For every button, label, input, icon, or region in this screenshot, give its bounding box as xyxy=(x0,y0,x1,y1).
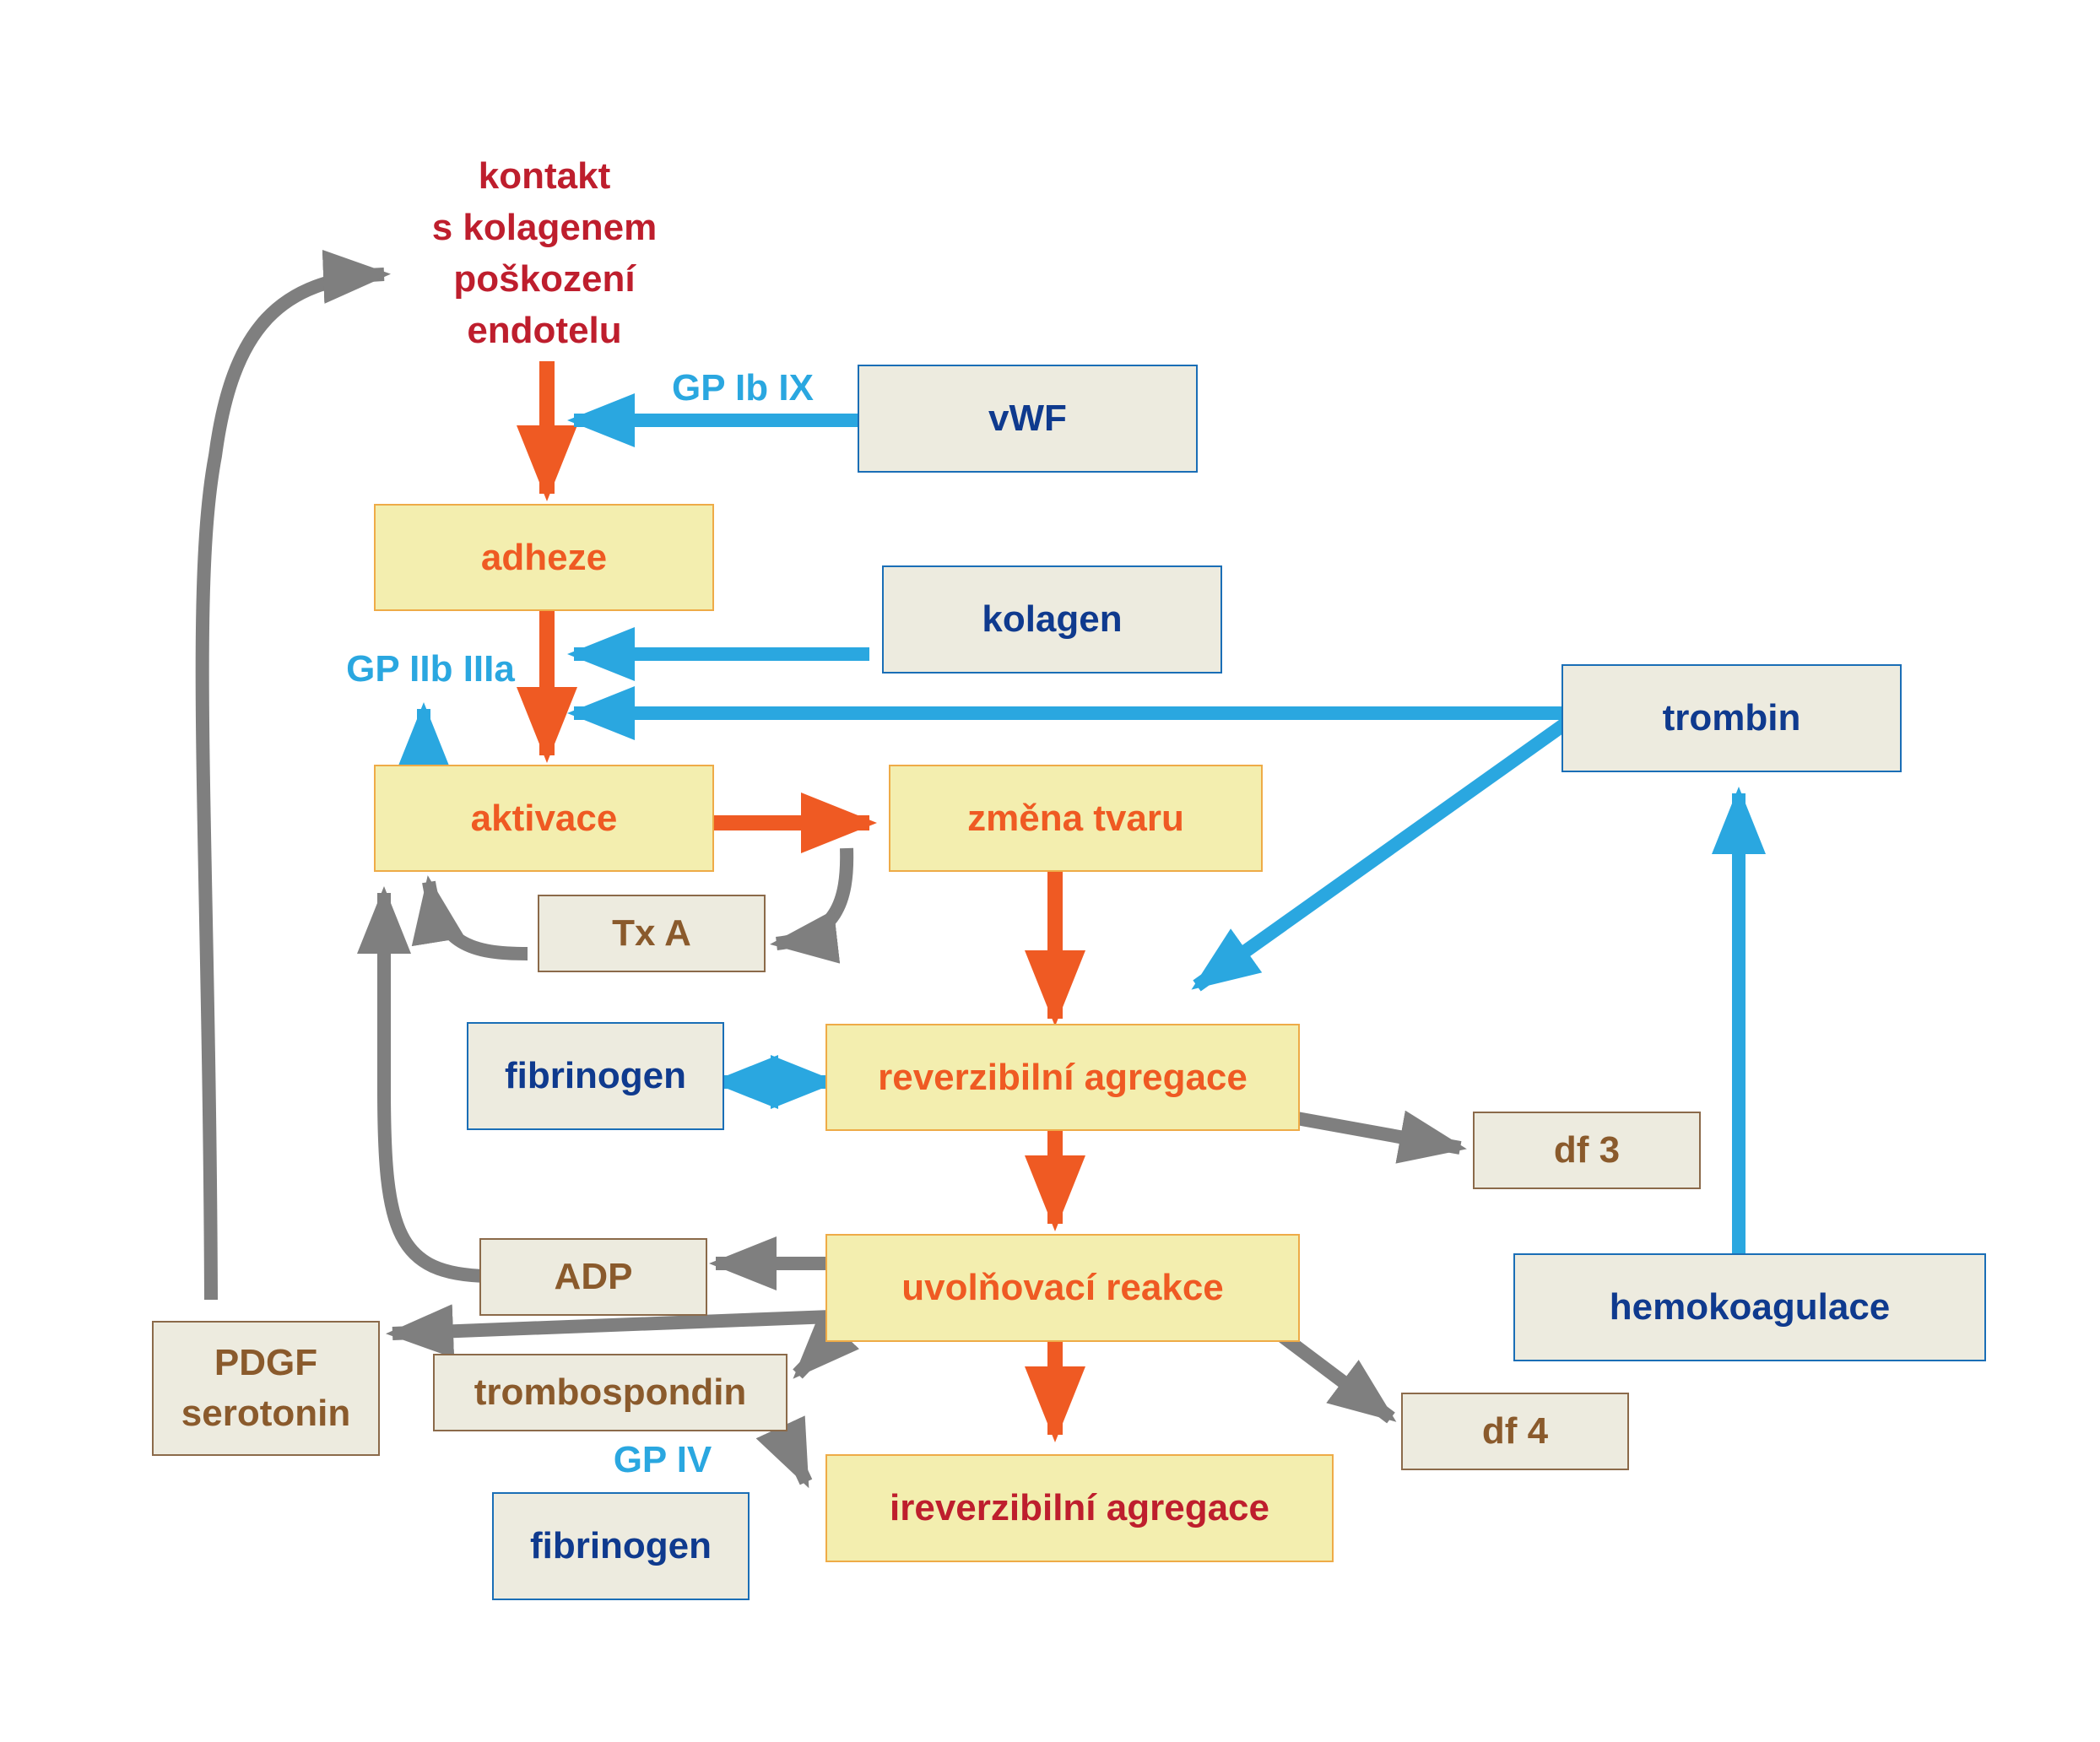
factor-vwf: vWF xyxy=(858,365,1198,473)
arrow-trombospondin-to-ireverzibilni xyxy=(755,1415,813,1489)
start-line-3: poškození xyxy=(453,258,636,300)
product-serotonin-line: serotonin xyxy=(181,1393,351,1434)
arrow-txa-to-aktivace xyxy=(411,875,528,960)
step-reverzibilni-agregace: reverzibilní agregace xyxy=(825,1024,1300,1131)
start-line-1: kontakt xyxy=(478,155,611,197)
product-txa: Tx A xyxy=(538,895,766,972)
factor-hemokoagulace: hemokoagulace xyxy=(1513,1253,1986,1361)
product-df4: df 4 xyxy=(1401,1393,1629,1470)
step-zmena-tvaru: změna tvaru xyxy=(889,765,1263,872)
start-line-4: endotelu xyxy=(467,310,622,351)
step-aktivace: aktivace xyxy=(374,765,714,872)
product-pdgf-line: PDGF xyxy=(214,1342,318,1383)
step-uvolnovaci-reakce: uvolňovací reakce xyxy=(825,1234,1300,1342)
start-line-2: s kolagenem xyxy=(431,207,658,248)
factor-fibrinogen-1: fibrinogen xyxy=(467,1022,724,1130)
product-adp: ADP xyxy=(479,1238,707,1316)
arrow-uvolnovaci-to-pdgf xyxy=(386,1304,832,1359)
step-ireverzibilni-agregace: ireverzibilní agregace xyxy=(825,1454,1334,1562)
product-trombospondin: trombospondin xyxy=(433,1354,788,1431)
arrow-uvolnovaci-to-df4 xyxy=(1275,1328,1397,1424)
arrow-curve-to-txa xyxy=(770,847,854,964)
factor-fibrinogen-2: fibrinogen xyxy=(492,1492,750,1600)
receptor-gp-ib-ix: GP Ib IX xyxy=(672,367,814,408)
arrow-reverzibilni-to-df3 xyxy=(1281,1109,1467,1164)
step-adheze: adheze xyxy=(374,504,714,611)
receptor-gp-iv: GP IV xyxy=(613,1439,712,1480)
arrow-trombin-to-reverzibilni xyxy=(1191,711,1578,992)
receptor-gp-iib-iiia: GP IIb IIIa xyxy=(346,648,515,690)
arrow-pdgf-to-start xyxy=(195,249,391,1301)
start-trigger-text: kontakt s kolagenem poškození endotelu xyxy=(384,150,705,356)
product-pdgf-serotonin: PDGF serotonin xyxy=(152,1321,380,1456)
product-df3: df 3 xyxy=(1473,1112,1701,1189)
arrow-adp-to-aktivace xyxy=(357,886,489,1283)
factor-kolagen: kolagen xyxy=(882,565,1222,674)
factor-trombin: trombin xyxy=(1561,664,1902,772)
